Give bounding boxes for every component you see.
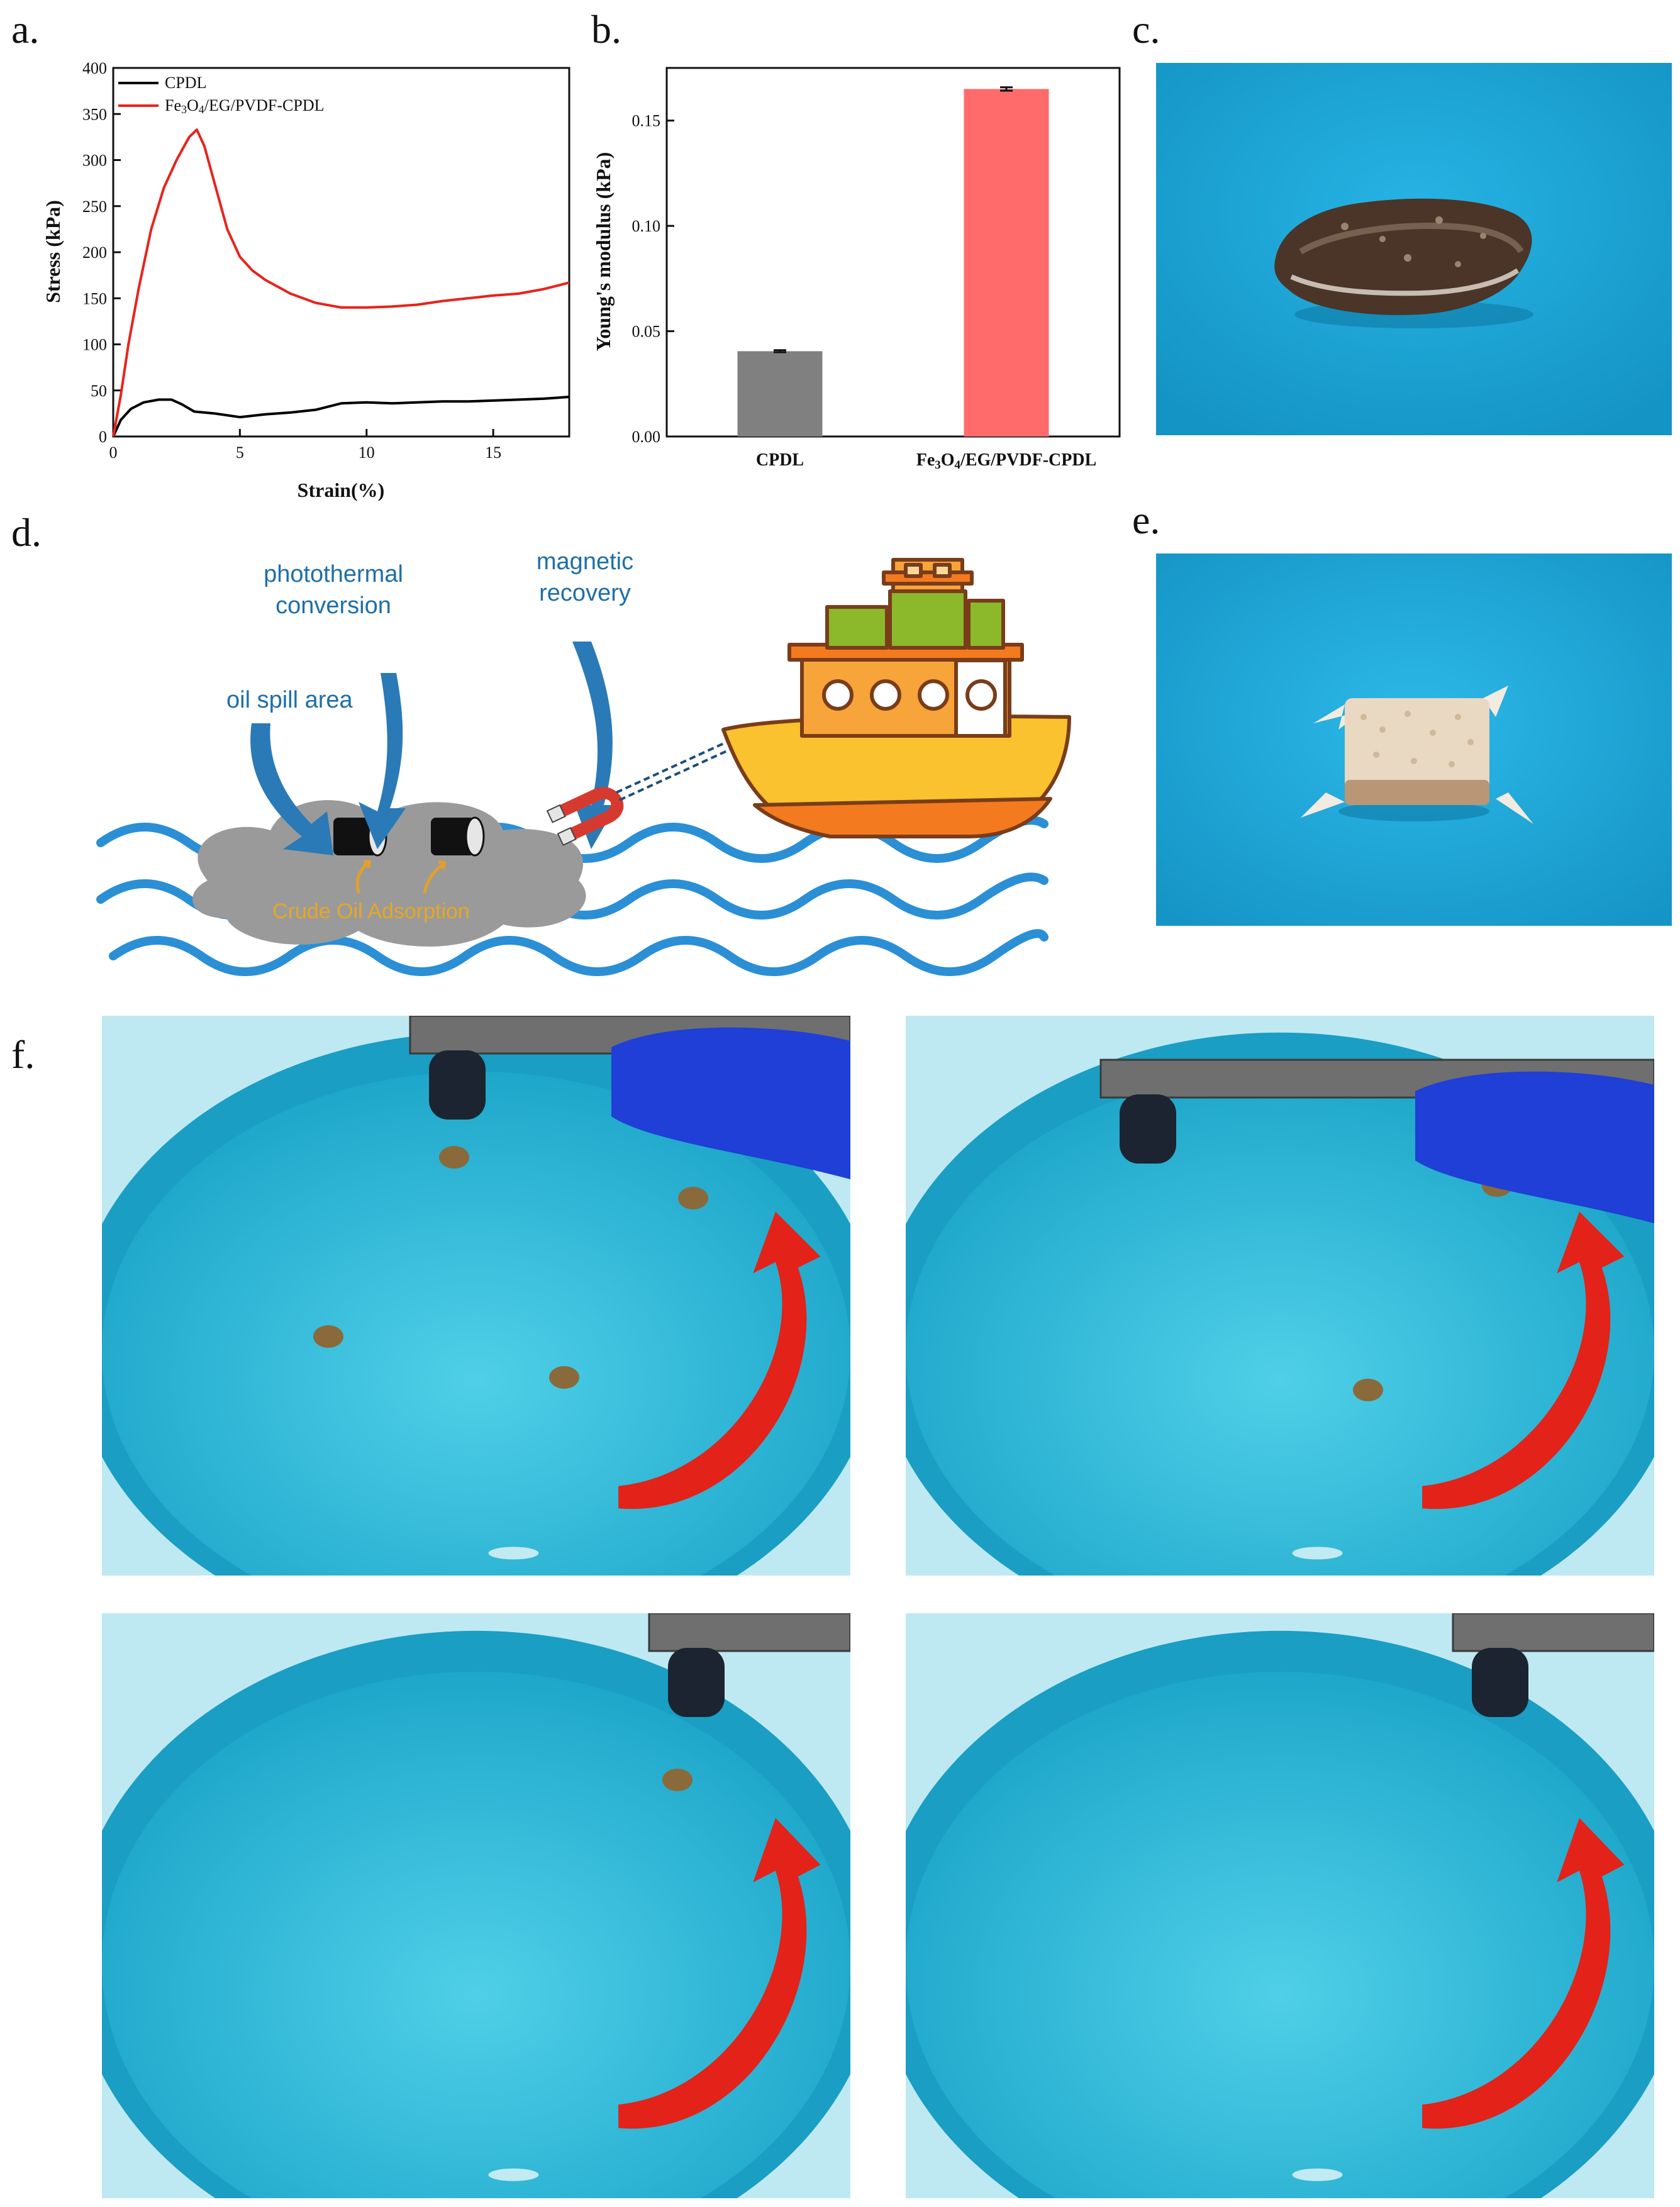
y-tick-label: 0.00 (632, 428, 661, 446)
bar-label-fe3o4: Fe3O4/EG/PVDF-CPDL (916, 450, 1097, 472)
direction-arrow (618, 1818, 821, 2129)
y-tick-label: 250 (82, 197, 107, 216)
x-tick-label: 10 (359, 443, 375, 462)
petri-dish-water (906, 1672, 1654, 2198)
youngs-modulus-chart: 0.00 0.05 0.10 0.15 CPDL Fe3O4/EG/PVDF-CPDL… (592, 67, 1121, 472)
y-tick-label: 100 (82, 336, 107, 354)
photo-light-sample (1156, 553, 1672, 926)
floating-sample (439, 1146, 469, 1169)
x-axis-label: Strain(%) (298, 479, 385, 501)
legend-label-fe3o4: Fe3O4/EG/PVDF-CPDL (165, 96, 324, 116)
x-tick-label: 5 (236, 443, 244, 462)
magnet-bar (648, 1613, 850, 1652)
series-line-fe3o4-eg-pvdf-cpdl (112, 128, 570, 437)
y-tick-label: 400 (82, 59, 107, 77)
y-tick-label: 0 (99, 428, 107, 446)
gloved-hand (611, 1027, 850, 1179)
tow-line (616, 741, 730, 801)
floating-sample (313, 1325, 343, 1348)
magnet-icon (546, 787, 624, 847)
dish-photo-2 (906, 1016, 1654, 1576)
y-tick-label: 300 (82, 152, 107, 170)
direction-arrow (1422, 1211, 1625, 1509)
bar-fe3o4-eg-pvdf-cpdl (964, 89, 1049, 436)
plot-frame (112, 67, 570, 438)
y-tick-label: 0.05 (632, 323, 661, 341)
petri-dish-water (102, 1072, 850, 1576)
panel-label-b: b. (591, 7, 621, 52)
dish-photo-1 (102, 1016, 850, 1576)
magnetic-label-line1: magnetic (537, 548, 633, 575)
bar-label-cpdl: CPDL (756, 450, 804, 470)
light-reflection (488, 2168, 539, 2181)
y-tick-label: 350 (82, 105, 107, 123)
panel-label-a: a. (11, 7, 40, 52)
sample-shadow (1338, 801, 1489, 821)
magnetic-brush (668, 1648, 725, 1717)
plot-frame (665, 67, 1121, 438)
y-axis-label: Stress (kPa) (42, 200, 64, 303)
y-tick-label: 0.15 (632, 112, 661, 130)
stress-strain-chart: 0 50 100 150 200 250 300 350 400 0 5 10 15 CPDL Fe3… (42, 59, 570, 501)
bar-cpdl (737, 351, 823, 436)
crude-oil-label: Crude Oil Adsorption (272, 899, 470, 923)
panel-label-e: e. (1132, 498, 1160, 542)
y-axis-label: Young's modulus (kPa) (592, 152, 615, 352)
light-reflection (1292, 1547, 1343, 1560)
magnetic-brush (1472, 1648, 1528, 1717)
adsorption-arrows (355, 860, 447, 894)
light-sample (1345, 698, 1489, 799)
magnet-bar (1452, 1613, 1654, 1652)
oil-spill-label: oil spill area (226, 687, 353, 713)
floating-sample (1353, 1379, 1383, 1401)
x-tick-label: 0 (109, 443, 118, 462)
dish-photo-4 (906, 1613, 1654, 2198)
floating-sample (549, 1366, 579, 1389)
panel-label-c: c. (1132, 7, 1160, 52)
direction-arrow (618, 1211, 821, 1509)
sorbent-block-2 (431, 816, 485, 857)
light-reflection (488, 1547, 539, 1560)
y-tick-label: 50 (91, 382, 107, 400)
photothermal-label-line2: conversion (275, 592, 391, 619)
light-reflection (1292, 2168, 1343, 2181)
ship-icon (721, 558, 1071, 838)
y-tick-label: 0.10 (632, 217, 661, 235)
oil-slick (192, 800, 586, 947)
y-tick-label: 150 (82, 289, 107, 308)
series-line-cpdl (112, 396, 570, 437)
magnetic-brush (1120, 1094, 1176, 1164)
petri-dish-water (906, 1072, 1654, 1576)
photo-dark-sample (1156, 63, 1672, 435)
floating-sample (678, 1187, 708, 1209)
petri-dish-water (102, 1672, 850, 2198)
photothermal-label-line1: photothermal (264, 561, 403, 587)
oil-recovery-diagram: Crude Oil Adsorption oil spill area phot… (96, 548, 1071, 976)
magnetic-label-line2: recovery (539, 580, 631, 606)
dish-photo-3 (102, 1613, 850, 2198)
y-tick-label: 200 (82, 243, 107, 262)
legend-label-cpdl: CPDL (165, 74, 206, 92)
floating-sample (662, 1769, 693, 1791)
magnetic-brush (429, 1050, 486, 1120)
gloved-hand (1415, 1071, 1654, 1223)
panel-label-d: d. (11, 510, 42, 555)
x-tick-label: 15 (485, 443, 501, 462)
panel-label-f: f. (11, 1032, 35, 1077)
direction-arrow (1422, 1818, 1625, 2129)
